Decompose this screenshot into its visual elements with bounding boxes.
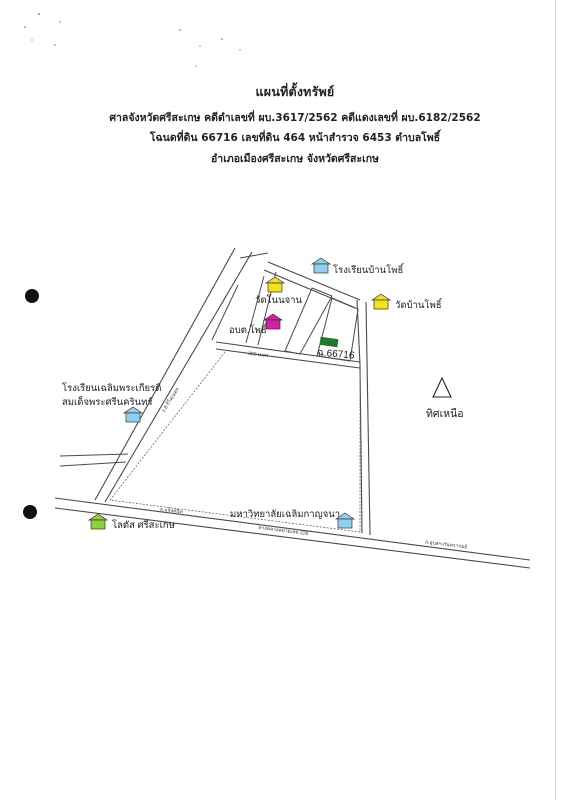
title-deed-line: โฉนดที่ดิน 66716 เลขที่ดิน 464 หน้าสำรวจ… xyxy=(149,132,441,145)
school-ban-pho-icon xyxy=(310,257,332,274)
document-title: แผนที่ตั้งทรัพย์ xyxy=(255,84,335,99)
label-lotus: โลตัส ศรีสะเกษ xyxy=(112,520,175,531)
label-university: มหาวิทยาลัยเฉลิมกาญจนา xyxy=(230,509,341,520)
label-school-chaloem-line1: โรงเรียนเฉลิมพระเกียรติ xyxy=(62,383,162,394)
label-school-ban-pho: โรงเรียนบ้านโพธิ์ xyxy=(333,265,404,276)
road-west-branch-1 xyxy=(59,453,129,457)
district-province-line: อำเภอเมืองศรีสะเกษ จังหวัดศรีสะเกษ xyxy=(211,152,379,165)
parcel-blocks xyxy=(211,271,359,362)
road-west-branch-2 xyxy=(59,461,127,467)
label-north: ทิศเหนือ xyxy=(426,408,464,420)
road-top-north-edge-1 xyxy=(267,261,361,301)
road-main-south-edge-top xyxy=(54,497,531,561)
court-case-line: ศาลจังหวัดศรีสะเกษ คดีดำเลขที่ ผบ.3617/2… xyxy=(109,112,481,124)
document-header: แผนที่ตั้งทรัพย์ ศาลจังหวัดศรีสะเกษ คดีด… xyxy=(95,82,495,169)
label-parcel: ฉ.66716 xyxy=(316,347,355,362)
wat-ban-pho-icon xyxy=(370,293,392,310)
wat-non-chan-icon xyxy=(264,276,286,293)
label-sao-pho: อบต.โพธิ์ xyxy=(229,325,267,336)
north-arrow-icon xyxy=(432,376,452,398)
label-school-chaloem-line2: สมเด็จพระศรีนครินทร์ xyxy=(62,397,153,408)
subject-parcel-marker xyxy=(319,336,339,348)
page-edge xyxy=(555,0,556,800)
label-wat-ban-pho: วัดบ้านโพธิ์ xyxy=(395,300,442,311)
inner-area-boundary xyxy=(109,351,361,533)
road-diagonal-west-2 xyxy=(104,251,253,503)
sao-pho-icon xyxy=(262,313,284,330)
lotus-icon xyxy=(87,513,109,530)
school-chaloem-icon xyxy=(122,406,144,423)
university-icon xyxy=(334,512,356,529)
road-mid-bottom xyxy=(215,348,361,369)
road-top-west-stub xyxy=(239,252,269,259)
binder-hole-bottom xyxy=(23,505,37,519)
scan-specks xyxy=(24,13,241,67)
road-main-south-edge-bottom xyxy=(54,507,531,569)
label-wat-non-chan: วัดโนนจาน xyxy=(255,295,302,306)
binder-hole-top xyxy=(25,289,39,303)
road-diagonal-west-1 xyxy=(94,247,236,501)
road-east-2 xyxy=(365,301,371,536)
